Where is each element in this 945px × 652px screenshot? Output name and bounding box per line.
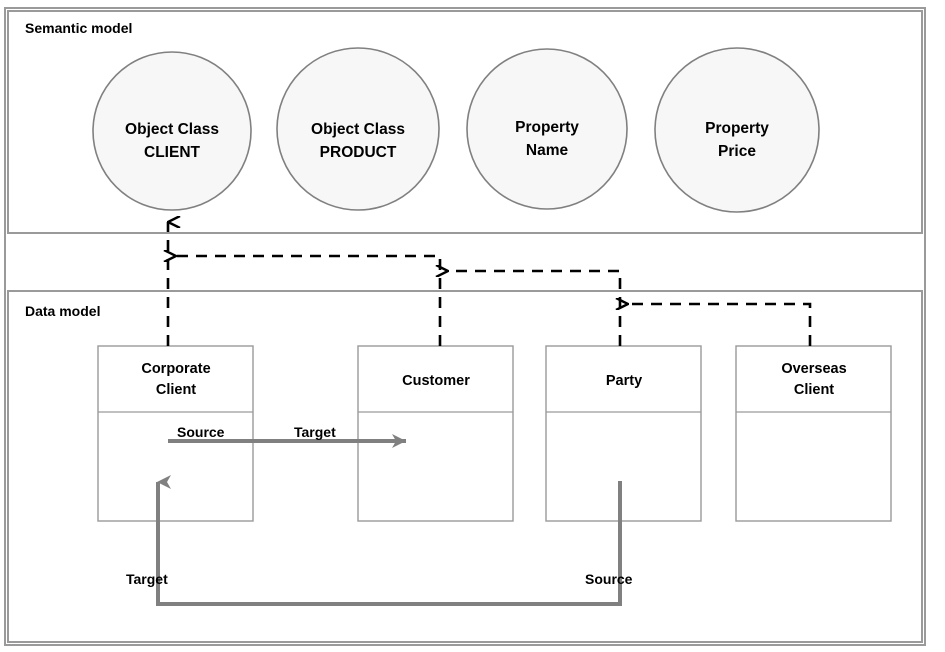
box-customer[interactable] [357,345,514,522]
edge-label-source-top: Source [177,424,225,440]
label-party-line1: Party [606,373,642,389]
mapping-party-to-customer [448,271,622,346]
edge-label-target-bottom: Target [126,571,168,587]
label-object-class-product-line2: PRODUCT [320,144,397,161]
label-property-price-line2: Price [718,143,756,160]
label-overseas-client-line1: Overseas [781,361,846,377]
edge-label-source-bottom: Source [585,571,633,587]
box-overseas-client[interactable] [735,345,892,522]
mapping-customer-to-client [176,256,442,346]
label-object-class-client-line1: Object Class [125,121,219,138]
label-overseas-client-line2: Client [794,382,834,398]
node-property-name[interactable] [466,48,628,210]
label-customer-line1: Customer [402,373,470,389]
outer-frame [4,7,926,646]
label-property-name-line1: Property [515,119,579,136]
edge-label-target-top: Target [294,424,336,440]
label-property-price-line1: Property [705,120,769,137]
node-property-price[interactable] [654,47,820,213]
relation-party-to-corporate-client [156,475,622,606]
label-object-class-client-line2: CLIENT [144,144,201,161]
label-object-class-product-line1: Object Class [311,121,405,138]
semantic-model-title: Semantic model [25,20,132,36]
node-object-class-client[interactable] [92,51,252,211]
node-object-class-product[interactable] [276,47,440,211]
label-property-name-line2: Name [526,142,569,159]
label-corporate-client-line1: Corporate [141,361,210,377]
label-corporate-client-line2: Client [156,382,196,398]
data-model-panel [7,290,923,643]
semantic-model-panel [7,10,923,234]
mapping-overseas-client-to-party [628,304,812,346]
box-party[interactable] [545,345,702,522]
data-model-title: Data model [25,303,100,319]
box-corporate-client[interactable] [97,345,254,522]
